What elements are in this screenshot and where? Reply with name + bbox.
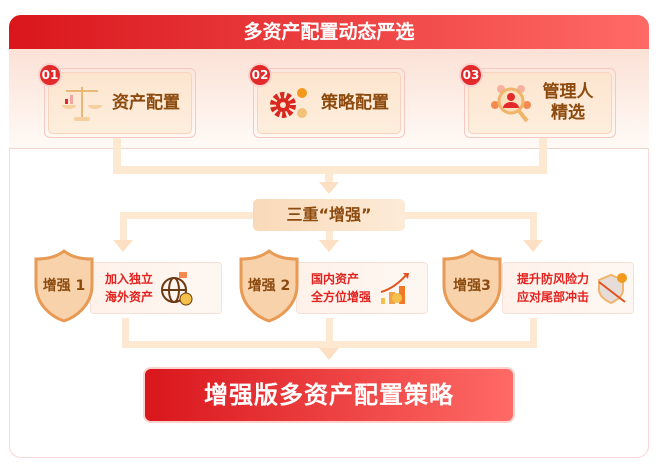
step-asset-allocation: 资产配置: [44, 68, 196, 138]
shield-icon: [442, 249, 502, 323]
step-number-badge: 01: [38, 63, 62, 87]
connector: [539, 138, 547, 174]
enhancement-card-3: 提升防风险力应对尾部冲击: [502, 262, 634, 314]
enhancement-text: 国内资产全方位增强: [311, 270, 371, 306]
connector: [326, 231, 333, 240]
enhancement-shield-3: 增强3: [441, 249, 503, 323]
line2: 海外资产: [105, 290, 154, 304]
line1: 国内资产: [311, 272, 360, 286]
step-number-badge: 03: [459, 63, 483, 87]
label-line2: 精选: [551, 103, 585, 123]
arrow-down-icon: [319, 182, 339, 194]
arrow-down-icon: [523, 240, 543, 252]
connector: [326, 318, 333, 348]
step-number-badge: 02: [248, 63, 272, 87]
scale-icon: [62, 87, 102, 121]
gears-icon: [270, 88, 307, 118]
globe-dollar-icon: [161, 272, 193, 306]
growth-chart-icon: [380, 273, 410, 304]
connector: [123, 212, 253, 219]
enhancement-card-2: 国内资产全方位增强: [296, 262, 428, 314]
step-label: 资产配置: [112, 92, 180, 113]
connector: [122, 318, 129, 348]
manager-search-icon: [490, 85, 531, 123]
enhancement-shield-1: 增强 1: [33, 249, 95, 323]
shield-label: 增强 1: [42, 278, 86, 294]
arrow-down-icon: [319, 240, 339, 252]
arrow-down-icon: [319, 348, 339, 360]
connector: [113, 138, 121, 174]
connector: [122, 341, 537, 348]
enhancement-text: 加入独立海外资产: [105, 270, 153, 306]
enhancement-card-1: 加入独立海外资产: [90, 262, 222, 314]
shield-icon: [239, 249, 299, 323]
line2: 应对尾部冲击: [517, 290, 590, 304]
triple-enhancement-label: 三重“增强”: [253, 199, 405, 231]
connector: [120, 212, 127, 240]
shield-defense-icon: [598, 273, 628, 305]
step-label: 策略配置: [321, 92, 389, 113]
line2: 全方位增强: [311, 290, 372, 304]
enhancement-shield-2: 增强 2: [238, 249, 300, 323]
arrow-down-icon: [113, 240, 133, 252]
line1: 加入独立: [105, 272, 154, 286]
connector: [530, 318, 537, 348]
enhancement-text: 提升防风险力应对尾部冲击: [517, 270, 589, 306]
shield-icon: [34, 249, 94, 323]
shield-label: 增强3: [453, 278, 491, 294]
line1: 提升防风险力: [517, 272, 590, 286]
connector: [325, 166, 333, 182]
connector: [405, 212, 535, 219]
step-label: 管理人精选: [543, 82, 594, 124]
step-strategy-allocation: 策略配置: [253, 68, 405, 138]
shield-label: 增强 2: [247, 278, 291, 294]
header-title: 多资产配置动态严选: [9, 15, 649, 49]
connector: [530, 212, 537, 240]
label-line1: 管理人: [542, 82, 594, 102]
step-manager-selection: 管理人精选: [464, 68, 616, 138]
enhanced-strategy-result: 增强版多资产配置策略: [143, 367, 515, 423]
